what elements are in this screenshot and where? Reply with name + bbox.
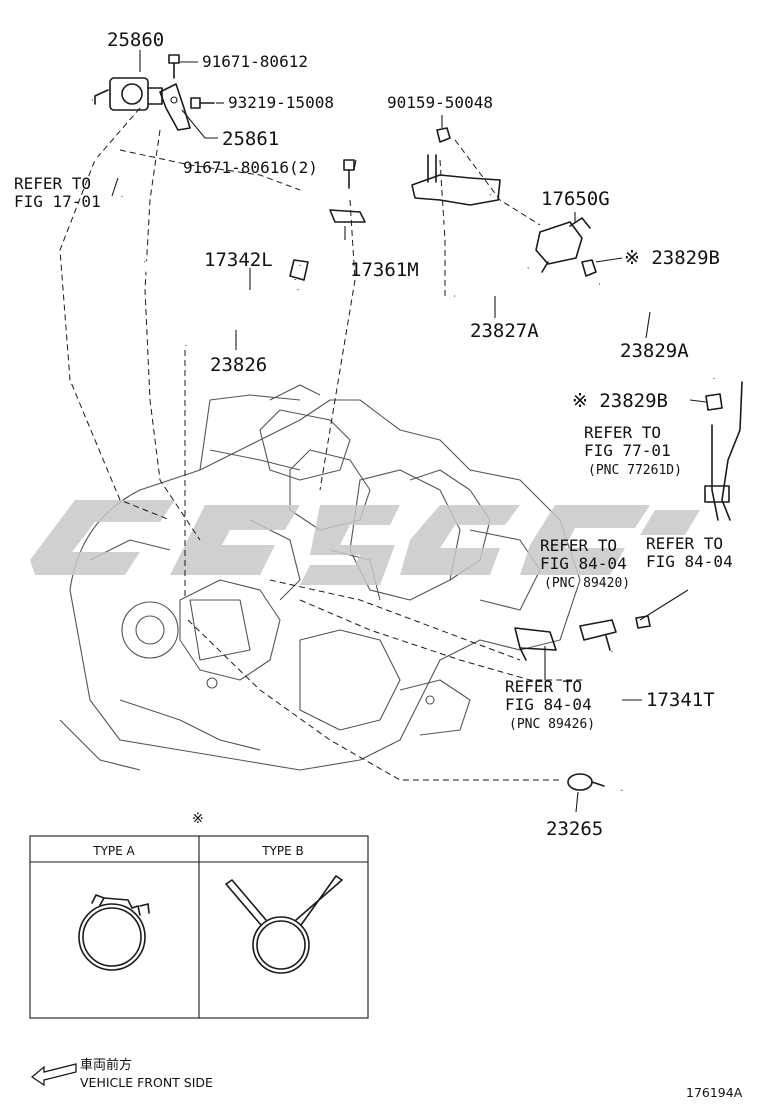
type-b-clip [225,875,343,974]
ref-77-01-line2: FIG 77-01 [584,441,671,460]
type-a-header: TYPE A [92,844,135,858]
label-91671-80612: 91671-80612 [202,52,308,71]
label-17650g: 17650G [541,188,610,210]
direction-jp: 車両前方 [80,1057,132,1073]
left-arrow-icon [30,1063,77,1087]
sensor-23265 [567,773,605,791]
hose-23826 [181,288,303,346]
label-23829b-top: ※ 23829B [624,247,720,269]
label-25861: 25861 [222,128,279,150]
bolt-91671-80612 [168,54,180,79]
part-25861-bracket [159,83,191,131]
label-17361m: 17361M [350,259,419,281]
clip-23829b-mid [705,393,723,411]
label-17342l: 17342L [204,249,273,271]
label-25860: 25860 [107,29,164,51]
ref-84-04a-line2: FIG 84-04 [540,554,627,573]
solid-leaders [111,50,707,813]
ref-84-04a-line1: REFER TO [540,536,617,555]
hose-17342l [141,259,300,307]
ref-17-01-line2: FIG 17-01 [14,192,101,211]
ref-84-04c-line2: FIG 84-04 [505,695,592,714]
clip-type-table: ※ TYPE A TYPE B [29,811,369,1019]
type-a-clip [78,894,150,971]
ref-84-04b-line1: REFER TO [646,534,723,553]
ref-84-04a-pnc: (PNC 89420) [544,576,630,591]
hose-left-17-01 [59,98,125,197]
type-b-header: TYPE B [261,844,304,858]
direction-en: VEHICLE FRONT SIDE [80,1075,213,1090]
label-17341t: 17341T [646,689,715,711]
label-23829a: 23829A [620,340,689,362]
part-17650g-sensor [535,217,591,273]
part-labels: 25860 91671-80612 93219-15008 25861 9015… [107,29,720,840]
ref-84-04c-line1: REFER TO [505,677,582,696]
part-25860-vsv [94,77,163,111]
ref-77-01-line1: REFER TO [584,423,661,442]
table-mark: ※ [192,811,204,827]
label-23826: 23826 [210,354,267,376]
part-17361m-pipe [289,154,501,281]
ref-84-04c-pnc: (PNC 89426) [509,717,595,732]
clip-23829b-top [581,259,597,277]
ref-77-01-pnc: (PNC 77261D) [588,463,682,478]
footer: 車両前方 VEHICLE FRONT SIDE 176194A [30,1057,743,1100]
ref-17-01-line1: REFER TO [14,174,91,193]
label-91671-80616: 91671-80616(2) [183,158,318,177]
label-93219-15008: 93219-15008 [228,93,334,112]
hose-23829a [598,279,719,379]
bolt-93219-15008 [190,97,215,109]
bolt-91671-80616 [343,159,355,189]
dashed-leaders [59,107,585,781]
watermark [30,500,700,585]
bolt-90159-50048 [436,127,451,143]
sensor-89420 [579,619,617,651]
hose-17341t [607,651,635,792]
label-23265: 23265 [546,818,603,840]
bolt-84-04 [635,615,651,629]
ref-84-04b-line2: FIG 84-04 [646,552,733,571]
reference-labels: REFER TO FIG 17-01 REFER TO FIG 77-01 (P… [14,174,733,732]
pipe-77-01 [704,381,743,521]
bracket-89426 [514,627,557,661]
label-23829b-mid: ※ 23829B [572,390,668,412]
label-90159-50048: 90159-50048 [387,93,493,112]
hose-23827a [454,265,531,300]
figure-id: 176194A [686,1085,743,1100]
label-23827a: 23827A [470,320,539,342]
